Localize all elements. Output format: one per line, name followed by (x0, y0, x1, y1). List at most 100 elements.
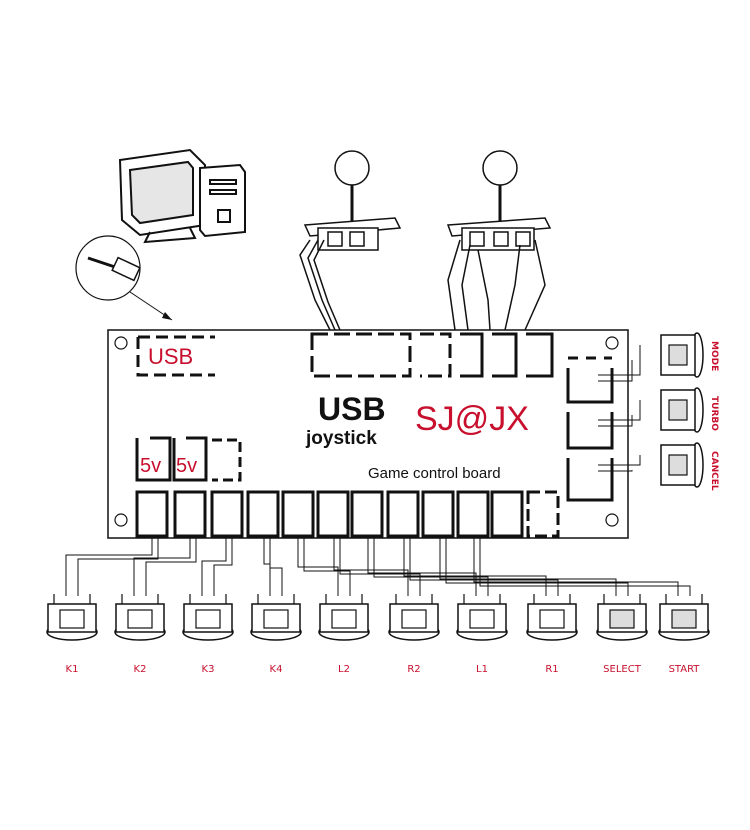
side-button-label: MODE (709, 341, 719, 371)
side-button-mode[interactable]: MODE (660, 332, 719, 378)
side-button-group: MODE TURBO CANCEL (660, 332, 719, 491)
arcade-button-r2[interactable]: R2 (388, 594, 440, 675)
wire (479, 536, 691, 596)
side-button-cancel[interactable]: CANCEL (660, 442, 719, 491)
button-switch (263, 609, 289, 629)
arcade-button-start[interactable]: START (658, 594, 710, 675)
button-switch (668, 399, 688, 421)
board-connector (281, 490, 315, 538)
wire (598, 455, 641, 466)
board-connector (386, 490, 420, 538)
joystick-connector-right (420, 332, 554, 378)
board-connector (456, 490, 490, 538)
wire (367, 536, 477, 596)
wire (473, 536, 679, 596)
wire (303, 536, 351, 596)
wire (65, 536, 153, 596)
joystick-right-icon (446, 150, 552, 331)
button-label: K4 (270, 664, 283, 675)
button-label: K1 (66, 664, 79, 675)
board-connector (173, 490, 207, 538)
side-button-turbo[interactable]: TURBO (660, 387, 719, 433)
wire (297, 536, 339, 596)
wire (339, 536, 421, 596)
button-switch (668, 454, 688, 476)
wire (145, 536, 197, 596)
side-button-label: TURBO (709, 396, 719, 431)
button-switch (668, 344, 688, 366)
button-label: R2 (407, 664, 420, 675)
button-switch (195, 609, 221, 629)
button-label: L1 (476, 664, 488, 675)
board-subtitle: Game control board (368, 465, 501, 482)
wire (77, 536, 159, 596)
wire (201, 536, 227, 596)
arcade-button-l1[interactable]: L1 (456, 594, 508, 675)
board-connector (246, 490, 280, 538)
button-switch (671, 609, 697, 629)
arcade-button-l2[interactable]: L2 (318, 594, 370, 675)
usb-plug-icon (75, 235, 173, 321)
arcade-button-k1[interactable]: K1 (46, 594, 98, 675)
wire (403, 536, 547, 596)
button-label: K2 (134, 664, 147, 675)
board-connector (350, 490, 384, 538)
button-body (660, 444, 696, 486)
wire (269, 536, 283, 596)
button-label: START (669, 664, 701, 675)
joystick-left-icon (299, 150, 402, 331)
board-connector (490, 490, 524, 538)
board-connector (210, 490, 244, 538)
arcade-button-r1[interactable]: R1 (526, 594, 578, 675)
arcade-button-select[interactable]: SELECT (596, 594, 648, 675)
wiring (65, 345, 691, 596)
wire (263, 536, 271, 596)
power-label-2: 5v (176, 455, 197, 477)
wire (598, 360, 633, 382)
control-board (107, 329, 629, 539)
button-switch (469, 609, 495, 629)
button-switch (331, 609, 357, 629)
joystick-connector-left (310, 332, 412, 378)
button-label: SELECT (603, 664, 642, 675)
usb-port-label: USB (148, 344, 193, 369)
wire (598, 470, 633, 472)
mount-hole (605, 513, 619, 527)
button-switch (539, 609, 565, 629)
button-switch (127, 609, 153, 629)
mount-hole (114, 336, 128, 350)
side-button-label: CANCEL (709, 451, 719, 491)
power-connectors: 5v 5v (135, 436, 242, 482)
button-switch (401, 609, 427, 629)
board-title-joystick: joystick (305, 428, 377, 449)
wire (373, 536, 489, 596)
mount-hole (605, 336, 619, 350)
side-connectors (566, 356, 614, 502)
wire (333, 536, 409, 596)
wire (445, 536, 629, 596)
bottom-button-group: K1 K2 K3 K4 L2 R2 L1 R1 SELECT START (46, 594, 710, 675)
board-connector (526, 490, 560, 538)
wire (439, 536, 617, 596)
computer-icon (118, 148, 246, 244)
board-connector (316, 490, 350, 538)
wire (598, 400, 641, 421)
wire (598, 345, 641, 376)
arcade-button-k4[interactable]: K4 (250, 594, 302, 675)
power-label-1: 5v (140, 455, 161, 477)
button-label: L2 (338, 664, 350, 675)
wire (409, 536, 559, 596)
arcade-button-k2[interactable]: K2 (114, 594, 166, 675)
wire (598, 415, 633, 427)
board-connector (421, 490, 455, 538)
wire (213, 536, 233, 596)
button-switch (59, 609, 85, 629)
mount-hole (114, 513, 128, 527)
button-label: R1 (545, 664, 558, 675)
board-title-usb: USB (318, 391, 386, 427)
button-label: K3 (202, 664, 215, 675)
arcade-button-k3[interactable]: K3 (182, 594, 234, 675)
bottom-connector-row (135, 490, 560, 538)
wire (133, 536, 191, 596)
button-switch (609, 609, 635, 629)
